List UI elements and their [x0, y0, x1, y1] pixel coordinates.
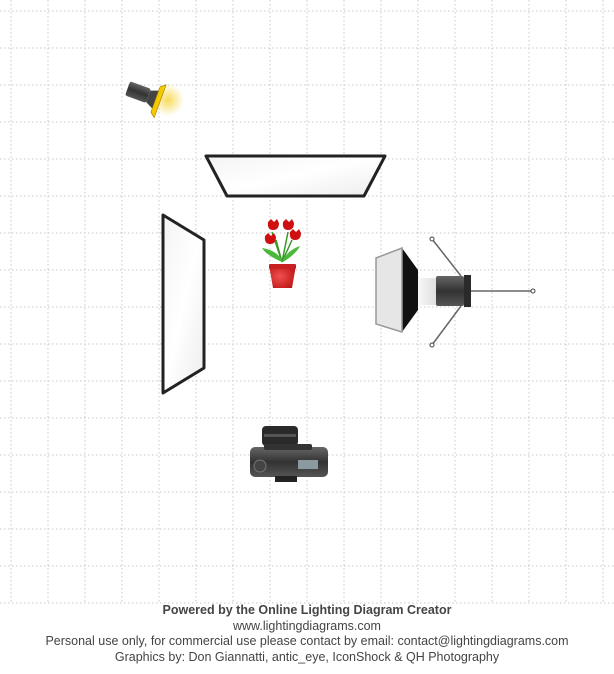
- website-link[interactable]: www.lightingdiagrams.com: [233, 618, 381, 633]
- scrim-panel-top[interactable]: [204, 154, 387, 198]
- tulip-icon: [267, 219, 279, 230]
- lighting-diagram-canvas: [0, 0, 614, 604]
- strobe-body: [125, 81, 151, 103]
- strobe-head: [436, 276, 464, 306]
- credits-text: Graphics by: Don Giannatti, antic_eye, I…: [114, 649, 500, 664]
- tulip-icon: [264, 233, 276, 244]
- pot-icon: [269, 265, 296, 288]
- reflector-icon: [150, 84, 167, 119]
- stand-leg-tip: [429, 236, 435, 242]
- strobe-with-reflector[interactable]: [121, 73, 184, 119]
- softbox-diffuser: [375, 246, 403, 334]
- stand-leg-tip: [429, 342, 435, 348]
- strobe-neck: [146, 90, 159, 109]
- footer: Powered by the Online Lighting Diagram C…: [0, 603, 614, 665]
- camera[interactable]: [250, 426, 328, 482]
- grid: [0, 0, 614, 604]
- camera-body: [250, 447, 328, 477]
- tulip-icon: [282, 219, 294, 230]
- tulip-icon: [289, 229, 301, 240]
- softbox-shell: [402, 248, 418, 332]
- powered-by-text: Powered by the Online Lighting Diagram C…: [162, 603, 452, 617]
- flower-pot-subject[interactable]: [262, 219, 301, 288]
- scrim-panel-left[interactable]: [161, 213, 206, 395]
- stand-leg-tip: [530, 288, 536, 294]
- license-text: Personal use only, for commercial use pl…: [45, 634, 569, 648]
- softbox-on-stand[interactable]: [375, 236, 536, 348]
